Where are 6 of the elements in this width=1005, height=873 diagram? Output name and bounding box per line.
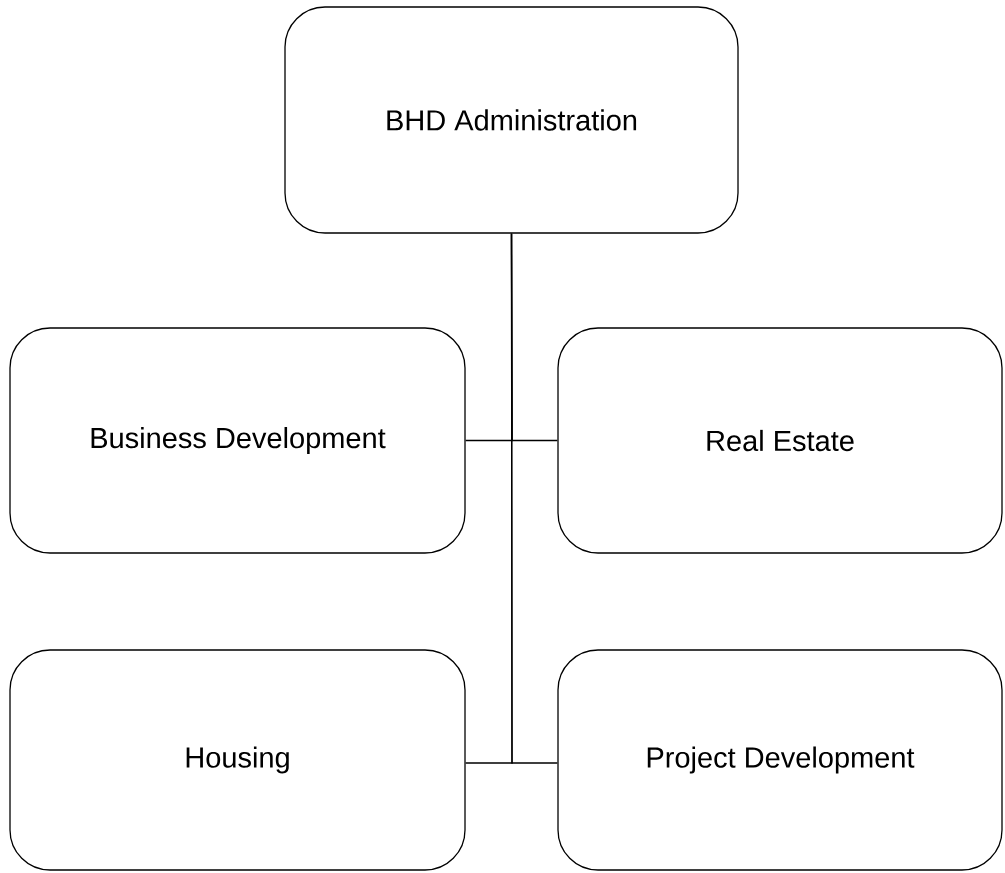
org-box: Housing: [9, 649, 466, 871]
org-box: Real Estate: [557, 327, 1003, 554]
org-box: Business Development: [9, 327, 466, 554]
org-box: BHD Administration: [284, 6, 739, 234]
org-box: Project Development: [557, 649, 1003, 871]
connector-line: [510, 233, 558, 764]
